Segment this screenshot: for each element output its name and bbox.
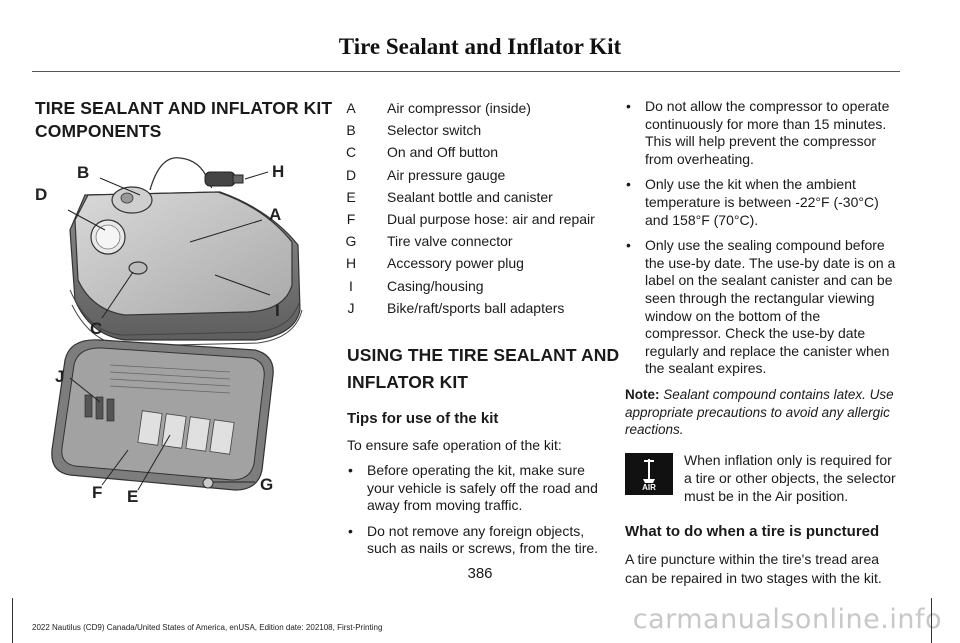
note-label: Note:	[625, 386, 660, 402]
callout-d: D	[35, 185, 47, 204]
legend-row: I Casing/housing	[340, 278, 610, 300]
legend-row: G Tire valve connector	[340, 233, 610, 255]
tips-list: Before operating the kit, make sure your…	[347, 462, 609, 558]
compressor-unit	[67, 157, 303, 347]
callout-j: J	[55, 367, 64, 386]
legend-desc: Selector switch	[387, 122, 482, 139]
note-text: Sealant compound contains latex. Use app…	[625, 386, 894, 438]
air-icon-label: AIR	[642, 482, 656, 492]
legend-letter: D	[345, 166, 357, 183]
subheading-punctured: What to do when a tire is punctured	[625, 522, 880, 540]
legend-letter: F	[346, 210, 356, 227]
legend-letter: J	[347, 299, 355, 316]
page-title: Tire Sealant and Inflator Kit	[338, 34, 622, 59]
air-mode-text: When inflation only is required for a ti…	[684, 451, 896, 504]
air-mode-icon: AIR	[625, 452, 673, 495]
tips-list-continued: Do not allow the compressor to operate c…	[625, 98, 897, 378]
canister-underside	[51, 339, 274, 491]
legend-letter: G	[345, 233, 357, 250]
edition-footer: 2022 Nautilus (CD9) Canada/United States…	[32, 623, 383, 632]
section-heading-using-line1: USING THE TIRE SEALANT AND	[347, 345, 620, 365]
legend-letter: A	[346, 100, 356, 116]
legend-row: J Bike/raft/sports ball adapters	[340, 300, 610, 322]
subheading-tips: Tips for use of the kit	[347, 410, 499, 427]
section-heading-components-line2: COMPONENTS	[35, 121, 162, 141]
legend-row: A Air compressor (inside)	[340, 100, 610, 122]
right-column: Do not allow the compressor to operate c…	[625, 98, 897, 588]
list-item: Do not remove any foreign objects, such …	[347, 523, 609, 558]
legend-row: D Air pressure gauge	[340, 167, 610, 189]
legend-row: E Sealant bottle and canister	[340, 189, 610, 211]
legend-desc: On and Off button	[387, 144, 499, 161]
legend-desc: Tire valve connector	[387, 233, 513, 250]
page-number: 386	[467, 565, 493, 582]
intro-paragraph: To ensure safe operation of the kit:	[347, 437, 562, 453]
header-divider	[32, 71, 900, 72]
note: Note: Sealant compound contains latex. U…	[625, 386, 897, 439]
punctured-paragraph: A tire puncture within the tire's tread …	[625, 550, 882, 586]
legend-desc: Accessory power plug	[387, 255, 524, 272]
callout-i: I	[275, 301, 280, 320]
legend-letter: I	[349, 277, 353, 294]
components-legend: A Air compressor (inside) B Selector switc…	[340, 100, 610, 322]
list-item: Before operating the kit, make sure your…	[347, 462, 609, 515]
callout-c: C	[90, 319, 102, 338]
callout-e: E	[127, 487, 138, 506]
callout-g: G	[260, 475, 273, 494]
callout-b: B	[77, 163, 89, 182]
section-using-kit: USING THE TIRE SEALANT AND INFLATOR KIT …	[347, 342, 619, 566]
callout-a: A	[269, 205, 281, 224]
legend-desc: Casing/housing	[387, 277, 484, 294]
callout-f: F	[92, 483, 102, 502]
legend-letter: B	[346, 122, 356, 139]
legend-row: B Selector switch	[340, 122, 610, 144]
section-heading-components-line1: TIRE SEALANT AND INFLATOR KIT	[35, 98, 333, 118]
legend-desc: Air compressor (inside)	[387, 100, 531, 116]
legend-letter: E	[346, 188, 356, 205]
air-mode-block: AIR When inflation only is required for …	[625, 451, 897, 509]
section-heading-using-line2: INFLATOR KIT	[347, 372, 469, 392]
legend-desc: Dual purpose hose: air and repair	[387, 210, 595, 227]
legend-row: F Dual purpose hose: air and repair	[340, 211, 610, 233]
list-item: Do not allow the compressor to operate c…	[625, 98, 897, 168]
callout-h: H	[272, 162, 284, 181]
tire-kit-illustration: H B D A I C J G F E	[35, 157, 303, 506]
list-item: Only use the kit when the ambient temper…	[625, 176, 897, 229]
legend-desc: Air pressure gauge	[387, 166, 506, 183]
legend-desc: Sealant bottle and canister	[387, 188, 553, 205]
crop-mark	[931, 598, 932, 643]
legend-row: C On and Off button	[340, 144, 610, 166]
legend-row: H Accessory power plug	[340, 255, 610, 277]
crop-mark	[12, 598, 13, 643]
legend-letter: H	[345, 255, 357, 272]
watermark: carmanualsonline.info	[632, 604, 942, 635]
legend-desc: Bike/raft/sports ball adapters	[387, 299, 565, 316]
legend-letter: C	[345, 144, 357, 161]
list-item: Only use the sealing compound before the…	[625, 237, 897, 378]
